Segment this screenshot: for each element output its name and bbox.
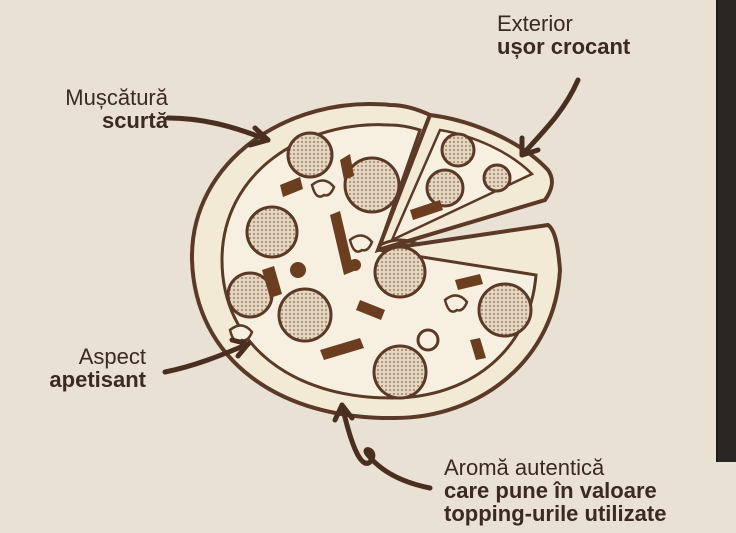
label-exterior-line2: ușor crocant: [497, 35, 630, 58]
arrow-exterior-icon: [522, 80, 578, 155]
label-aspect: Aspect apetisant: [49, 345, 146, 391]
label-aroma: Aromă autentică care pune în valoare top…: [444, 456, 666, 525]
label-aroma-line2: care pune în valoare: [444, 479, 666, 502]
label-aspect-line1: Aspect: [49, 345, 146, 368]
label-muscatura-line2: scurtă: [65, 109, 168, 132]
label-muscatura: Mușcătură scurtă: [65, 86, 168, 132]
label-aspect-line2: apetisant: [49, 368, 146, 391]
label-muscatura-line1: Mușcătură: [65, 86, 168, 109]
label-aroma-line3: topping-urile utilizate: [444, 502, 666, 525]
label-aroma-line1: Aromă autentică: [444, 456, 666, 479]
label-exterior-line1: Exterior: [497, 12, 630, 35]
label-exterior: Exterior ușor crocant: [497, 12, 630, 58]
